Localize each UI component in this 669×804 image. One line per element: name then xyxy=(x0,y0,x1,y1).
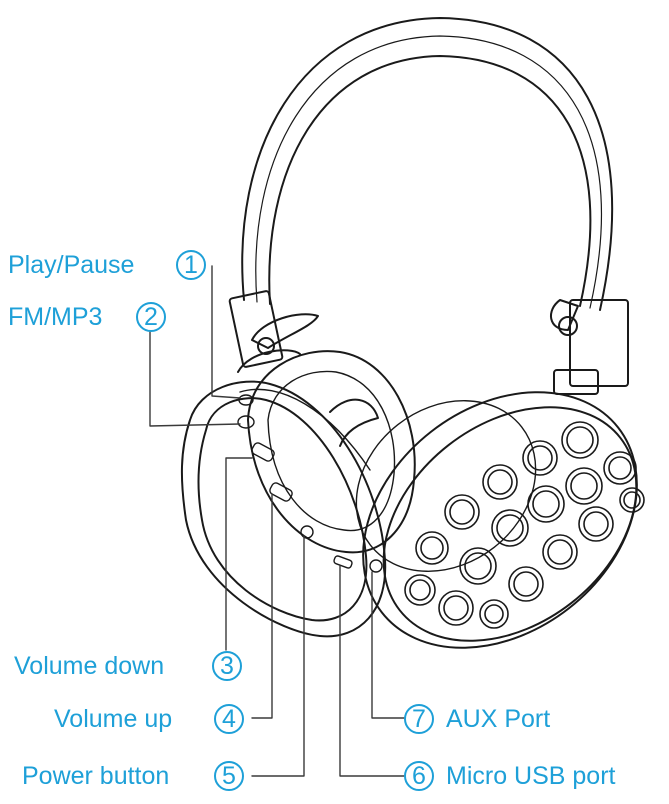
control-buttons xyxy=(237,394,383,573)
leader-3 xyxy=(225,457,253,651)
play-pause-key xyxy=(238,394,254,406)
callout-number-4: 4 xyxy=(214,704,244,734)
leader-6 xyxy=(339,565,405,777)
callout-number-5: 5 xyxy=(214,761,244,791)
power-key xyxy=(300,525,314,539)
volume-up-key xyxy=(269,482,293,502)
aux-port xyxy=(369,559,383,573)
callout-label-volume-down: Volume down xyxy=(14,652,165,680)
callout-number-3: 3 xyxy=(212,651,242,681)
micro-usb-port xyxy=(333,555,353,569)
callout-number-7: 7 xyxy=(404,704,434,734)
left-earcup xyxy=(180,380,387,638)
callout-number-2: 2 xyxy=(136,302,166,332)
leader-7 xyxy=(371,571,405,719)
pop-bubbles xyxy=(404,421,645,629)
fm-mp3-key xyxy=(237,415,255,429)
leader-lines xyxy=(149,265,405,777)
callout-label-fm-mp3: FM/MP3 xyxy=(8,303,103,331)
leader-2 xyxy=(149,331,241,427)
callout-label-power-button: Power button xyxy=(22,762,170,790)
callout-label-aux-port: AUX Port xyxy=(446,705,551,733)
right-hinge xyxy=(550,299,629,395)
volume-down-key xyxy=(251,442,275,462)
callout-number-1: 1 xyxy=(176,250,206,280)
callout-label-play-pause: Play/Pause xyxy=(8,251,135,279)
leader-1 xyxy=(211,265,241,399)
callout-number-6: 6 xyxy=(404,761,434,791)
right-earcup xyxy=(355,391,645,649)
leader-4 xyxy=(251,493,273,719)
headband xyxy=(241,17,614,311)
leader-5 xyxy=(251,535,305,777)
callout-label-volume-up: Volume up xyxy=(54,705,173,733)
callout-label-micro-usb-port: Micro USB port xyxy=(446,762,616,790)
left-hinge xyxy=(228,290,319,373)
